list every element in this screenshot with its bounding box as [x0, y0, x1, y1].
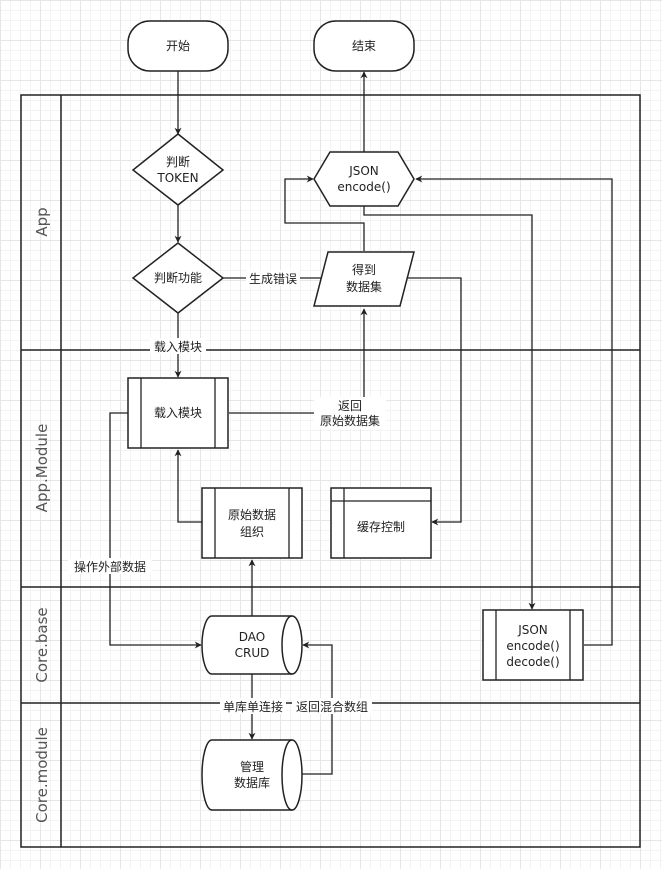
cache-control-node[interactable]: 缓存控制: [330, 487, 432, 559]
decision-check-token[interactable]: 判断 TOKEN: [131, 133, 225, 206]
lane-label-core-base: Core.base: [33, 607, 51, 682]
raw-data-org-label-line2: 组织: [240, 525, 264, 539]
lane-label-app: App: [33, 207, 51, 236]
check-token-label-line2: TOKEN: [156, 171, 198, 185]
json-codec-label-line3: decode(): [506, 655, 559, 669]
json-codec-label-line2: encode(): [506, 639, 559, 653]
dao-crud-node[interactable]: [201, 615, 303, 675]
edge-codec-to-json: [415, 175, 613, 646]
get-dataset-label-line2: 数据集: [346, 279, 382, 294]
manage-db-node[interactable]: [201, 739, 303, 811]
edge-label-return-mixed: 返回混合数组: [296, 699, 368, 714]
json-encode-app-node[interactable]: JSON encode(): [313, 151, 415, 207]
dao-crud-label-line1: DAO: [239, 630, 265, 644]
edge-label-gen-error: 生成错误: [249, 272, 297, 286]
get-dataset-node[interactable]: 得到 数据集: [313, 251, 415, 307]
edge-label-return-line2: 原始数据集: [320, 413, 380, 428]
json-codec-process[interactable]: JSON encode() decode(): [482, 609, 584, 681]
edge-label-load-module: 载入模块: [154, 340, 202, 354]
manage-db-label-line2: 数据库: [234, 775, 270, 790]
raw-data-org-process[interactable]: 原始数据 组织: [201, 487, 303, 559]
swimlane-frame: [20, 94, 641, 848]
end-terminator[interactable]: 结束: [313, 20, 415, 72]
cache-control-label: 缓存控制: [357, 520, 405, 534]
edge-dataset-to-json: [284, 175, 365, 251]
manage-db-label-line1: 管理: [240, 759, 264, 774]
lane-label-app-module: App.Module: [33, 424, 51, 513]
json-encode-app-label-line1: JSON: [348, 164, 379, 178]
check-function-label: 判断功能: [154, 270, 202, 285]
edge-label-ext-data: 操作外部数据: [74, 559, 146, 574]
edge-load-to-dao: [109, 412, 202, 649]
dao-crud-label-line2: CRUD: [235, 646, 270, 660]
lane-label-core-module: Core.module: [33, 727, 51, 823]
edge-json-to-codec: [363, 206, 536, 610]
json-codec-label-line1: JSON: [517, 623, 548, 637]
edge-label-return-line1: 返回: [338, 399, 362, 413]
edge-labels: 生成错误 载入模块 返回 原始数据集 操作外部数据 单库单连接 返回混合数组: [68, 270, 386, 714]
end-label: 结束: [352, 39, 376, 53]
check-token-label-line1: 判断: [166, 154, 190, 169]
load-module-process[interactable]: 载入模块: [127, 377, 229, 449]
decision-check-function[interactable]: 判断功能: [131, 242, 225, 314]
json-encode-app-label-line2: encode(): [337, 180, 390, 194]
edge-dataset-to-cache: [404, 277, 462, 526]
edge-label-single-conn: 单库单连接: [223, 699, 283, 714]
get-dataset-label-line1: 得到: [352, 262, 376, 277]
raw-data-org-label-line1: 原始数据: [228, 507, 276, 522]
start-label: 开始: [166, 39, 190, 53]
start-terminator[interactable]: 开始: [127, 20, 229, 72]
load-module-label: 载入模块: [154, 406, 202, 420]
